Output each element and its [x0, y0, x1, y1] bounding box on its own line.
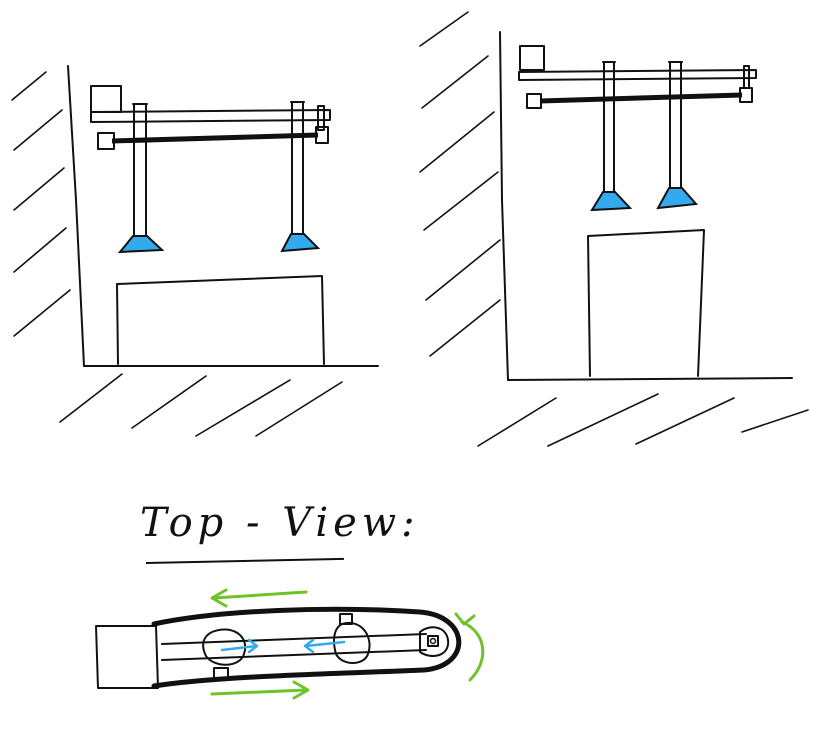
pulley-left [98, 133, 114, 149]
motor-box [91, 86, 121, 112]
suction-cup-left [592, 192, 630, 210]
arrow-bottom-right [212, 690, 306, 694]
arrow-curved-end [462, 622, 483, 680]
arm-right [670, 62, 681, 190]
box-upright [588, 230, 704, 376]
gantry-left [91, 86, 330, 252]
floor-hatching-right [478, 394, 808, 446]
arrow-blue-left [306, 642, 344, 646]
scene-box-lowered [12, 66, 378, 436]
motor-block-top [96, 626, 158, 688]
pulley-end [420, 627, 448, 656]
top-view-diagram [96, 590, 483, 698]
belt [112, 135, 318, 141]
floor-right [508, 378, 792, 380]
floor-hatching-left [60, 374, 342, 436]
pulley-axle-box [428, 636, 438, 646]
gantry-right [519, 46, 756, 210]
scene-box-upright [420, 12, 808, 446]
suction-cup-left [120, 236, 162, 252]
arm-left [604, 62, 614, 194]
wall-right [500, 32, 508, 380]
box-flat [117, 276, 324, 364]
rail-top [91, 110, 330, 122]
wall-left [68, 66, 84, 366]
suction-cup-right [658, 188, 696, 208]
arrow-top-left [214, 592, 306, 598]
rail-line-lower [162, 650, 426, 660]
arm-right [292, 102, 303, 236]
motor-box [520, 46, 544, 70]
arm-left [134, 104, 146, 238]
suction-cup-right [282, 234, 318, 251]
belt [540, 95, 742, 101]
wall-hatching-right [420, 12, 500, 356]
rail-top [519, 70, 756, 80]
pulley-left [527, 94, 541, 108]
wall-hatching-left [12, 72, 70, 336]
top-view-label: Top - View: [140, 500, 420, 546]
rail-line-upper [162, 634, 426, 644]
